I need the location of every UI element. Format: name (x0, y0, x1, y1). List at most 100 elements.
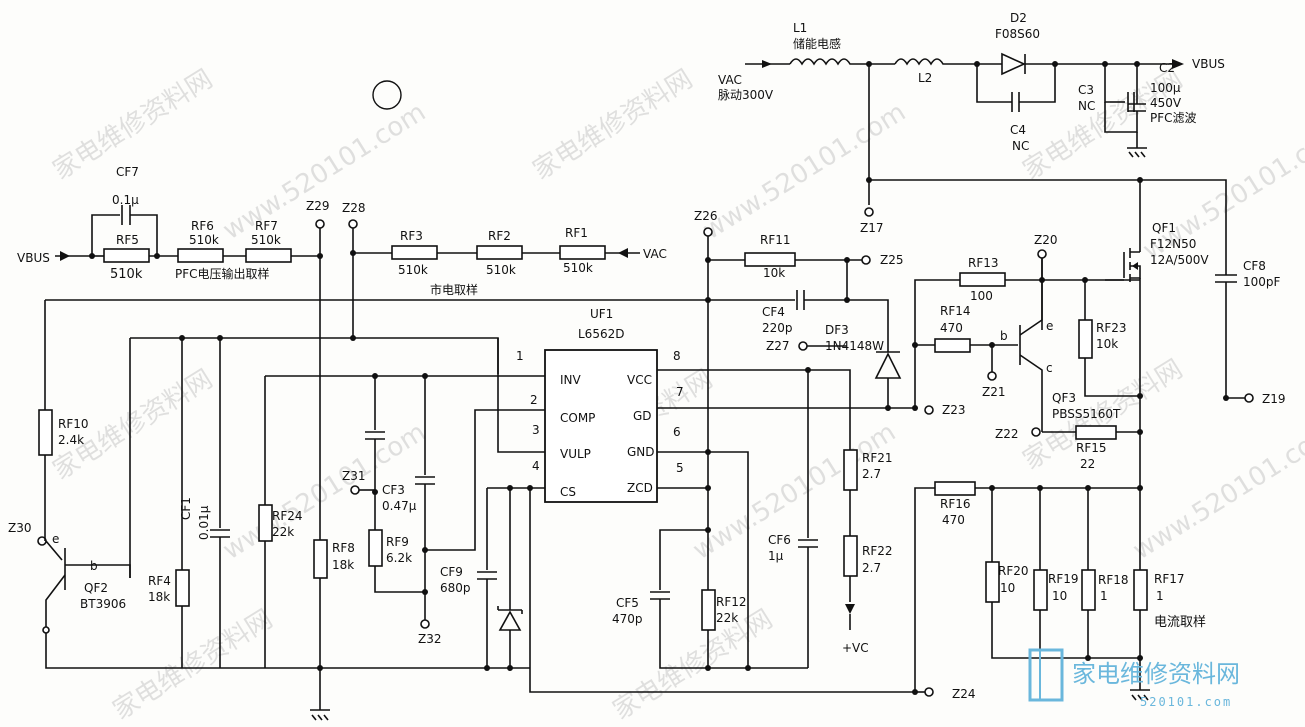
svg-text:470: 470 (942, 513, 965, 527)
svg-text:520101.com: 520101.com (1140, 695, 1232, 709)
svg-text:NC: NC (1078, 99, 1095, 113)
svg-text:c: c (1046, 361, 1053, 375)
svg-text:脉动300V: 脉动300V (718, 87, 774, 102)
svg-text:家电维修资料网: 家电维修资料网 (528, 64, 698, 186)
svg-text:VBUS: VBUS (17, 251, 50, 265)
svg-text:www.520101.com: www.520101.com (1128, 417, 1305, 566)
svg-text:RF12: RF12 (716, 595, 747, 609)
svg-text:Z26: Z26 (694, 209, 718, 223)
svg-text:GND: GND (627, 445, 655, 459)
svg-text:2.4k: 2.4k (58, 433, 84, 447)
svg-text:RF16: RF16 (940, 497, 971, 511)
svg-text:Z23: Z23 (942, 403, 966, 417)
svg-text:RF19: RF19 (1048, 572, 1079, 586)
svg-text:1: 1 (516, 349, 524, 363)
svg-text:VBUS: VBUS (1192, 57, 1225, 71)
svg-text:RF8: RF8 (332, 541, 355, 555)
svg-text:BT3906: BT3906 (80, 597, 126, 611)
svg-text:6.2k: 6.2k (386, 551, 412, 565)
svg-text:510k: 510k (110, 267, 143, 282)
svg-text:100pF: 100pF (1243, 275, 1281, 289)
svg-text:e: e (1046, 319, 1053, 333)
svg-text:b: b (1000, 329, 1008, 343)
svg-text:100μ: 100μ (1150, 81, 1181, 95)
svg-text:RF1: RF1 (565, 226, 588, 240)
svg-text:18k: 18k (332, 558, 354, 572)
svg-text:GD: GD (633, 409, 652, 423)
svg-text:Z31: Z31 (342, 469, 366, 483)
svg-text:CF7: CF7 (116, 165, 139, 179)
svg-text:CF1: CF1 (179, 497, 193, 520)
svg-text:RF4: RF4 (148, 574, 171, 588)
svg-text:ZCD: ZCD (627, 481, 653, 495)
right-network: Z26 Z25 RF11 10k CF4 220p DF3 1N4148W Z2… (612, 209, 966, 671)
svg-text:10: 10 (1000, 581, 1015, 595)
svg-text:C2: C2 (1159, 61, 1175, 75)
svg-text:QF1: QF1 (1152, 221, 1176, 235)
svg-text:510k: 510k (563, 261, 593, 275)
svg-text:2: 2 (530, 393, 538, 407)
svg-text:CS: CS (560, 485, 576, 499)
svg-text:450V: 450V (1150, 96, 1182, 110)
svg-text:18k: 18k (148, 590, 170, 604)
svg-text:L1: L1 (793, 21, 807, 35)
driver-mosfet: RF13 100 Z20 Z21 RF14 470 b e c QF3 PBSS… (912, 180, 1286, 600)
svg-text:22k: 22k (272, 525, 294, 539)
svg-text:Z20: Z20 (1034, 233, 1058, 247)
svg-text:100: 100 (970, 289, 993, 303)
svg-text:220p: 220p (762, 321, 793, 335)
svg-text:4: 4 (532, 459, 540, 473)
svg-text:C3: C3 (1078, 83, 1094, 97)
current-sense: RF16 470 RF20 10 RF19 10 RF18 1 RF17 1 电… (914, 481, 1206, 701)
svg-text:市电取样: 市电取样 (430, 282, 478, 297)
svg-text:Z25: Z25 (880, 253, 904, 267)
svg-text:1: 1 (1100, 589, 1108, 603)
svg-text:家电维修资料网: 家电维修资料网 (1072, 660, 1240, 688)
svg-text:CF5: CF5 (616, 596, 639, 610)
svg-text:3: 3 (532, 423, 540, 437)
svg-text:10: 10 (1052, 589, 1067, 603)
svg-text:D2: D2 (1010, 11, 1027, 25)
svg-text:10k: 10k (763, 266, 785, 280)
svg-text:DF3: DF3 (825, 323, 849, 337)
svg-text:Z21: Z21 (982, 385, 1006, 399)
pfc-power-stage: VAC 脉动300V L1 储能电感 L2 D2 F08S60 C4 NC VB… (718, 11, 1227, 275)
svg-text:RF20: RF20 (998, 564, 1029, 578)
svg-text:0.47μ: 0.47μ (382, 499, 417, 513)
svg-text:RF18: RF18 (1098, 573, 1129, 587)
svg-text:RF2: RF2 (488, 229, 511, 243)
svg-text:1μ: 1μ (768, 549, 784, 563)
svg-text:+VC: +VC (842, 641, 869, 655)
svg-text:Z19: Z19 (1262, 392, 1286, 406)
svg-text:RF14: RF14 (940, 304, 971, 318)
svg-text:6: 6 (673, 425, 681, 439)
svg-text:INV: INV (560, 373, 582, 387)
svg-text:RF9: RF9 (386, 535, 409, 549)
svg-text:RF7: RF7 (255, 219, 278, 233)
svg-text:470: 470 (940, 321, 963, 335)
svg-text:NC: NC (1012, 139, 1029, 153)
svg-text:VCC: VCC (627, 373, 652, 387)
svg-text:8: 8 (673, 349, 681, 363)
svg-text:2.7: 2.7 (862, 561, 881, 575)
svg-text:b: b (90, 559, 98, 573)
svg-text:12A/500V: 12A/500V (1150, 253, 1209, 267)
svg-text:Z32: Z32 (418, 632, 442, 646)
svg-text:UF1: UF1 (590, 307, 613, 321)
svg-text:电流取样: 电流取样 (1154, 615, 1206, 630)
svg-text:Z17: Z17 (860, 221, 884, 235)
svg-text:470p: 470p (612, 612, 643, 626)
svg-text:CF3: CF3 (382, 483, 405, 497)
svg-text:10k: 10k (1096, 337, 1118, 351)
svg-text:RF17: RF17 (1154, 572, 1185, 586)
svg-text:22: 22 (1080, 457, 1095, 471)
figure-number (372, 80, 402, 110)
svg-text:CF6: CF6 (768, 533, 791, 547)
svg-text:RF13: RF13 (968, 256, 999, 270)
svg-text:L2: L2 (918, 71, 932, 85)
uf1-l6562d-ic: UF1 L6562D INV COMP VULP CS VCC GD GND Z… (516, 307, 684, 503)
svg-text:680p: 680p (440, 581, 471, 595)
voltage-sense-divider: VBUS 0.1μ CF7 RF5 510k RF6 510k RF7 510k… (17, 165, 667, 721)
svg-text:RF11: RF11 (760, 233, 791, 247)
brand-logo: 家电维修资料网 520101.com (1028, 648, 1240, 709)
